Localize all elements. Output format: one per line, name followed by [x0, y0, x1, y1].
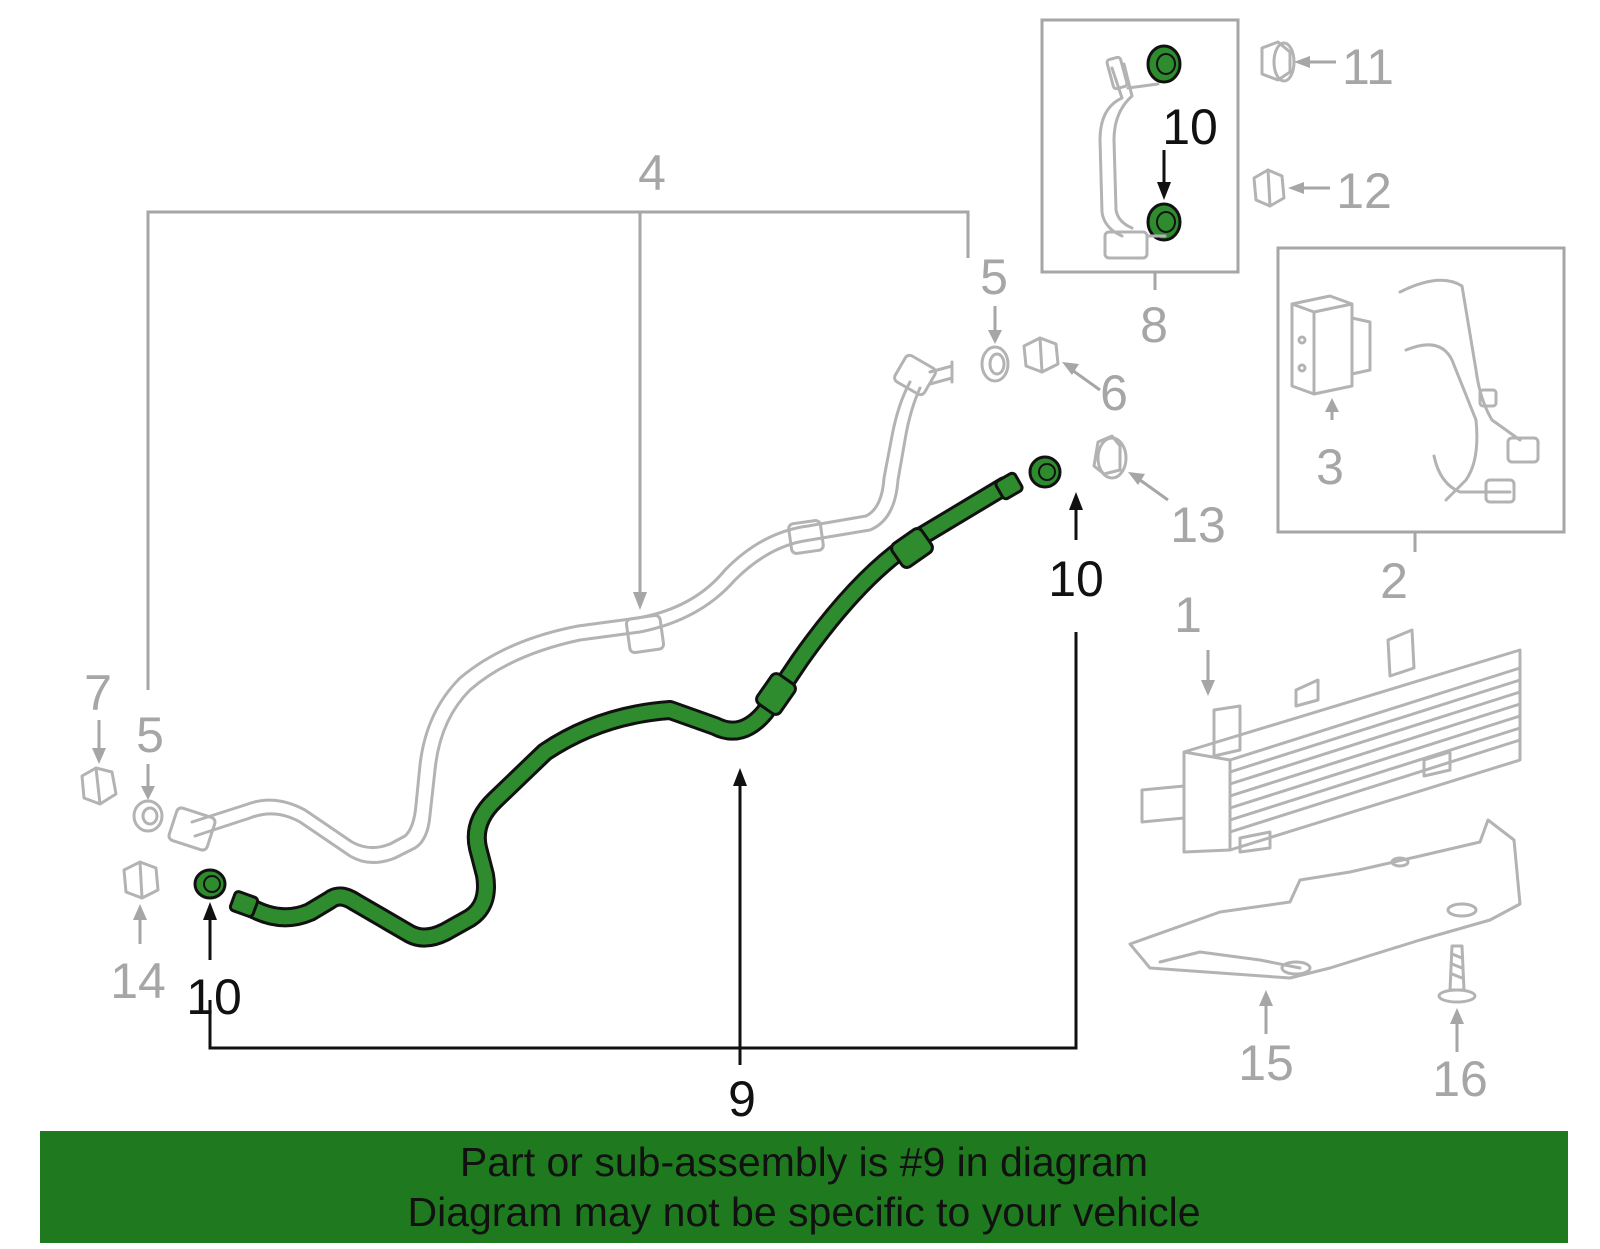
- part-4-sleeve-left: [624, 613, 666, 655]
- part-9-sleeve-middle: [755, 672, 797, 716]
- callout-2: 2: [1380, 553, 1408, 609]
- callout-7: 7: [84, 665, 112, 721]
- callout-10-right: 10: [1048, 551, 1104, 607]
- banner-line-2: Diagram may not be specific to your vehi…: [407, 1189, 1201, 1235]
- callout-1: 1: [1174, 587, 1202, 643]
- part-16-screw[interactable]: [1437, 944, 1477, 1004]
- part-2-box: [1276, 246, 1566, 534]
- part-4-end-fitting-right: [893, 353, 937, 397]
- callout-4: 4: [638, 145, 666, 201]
- banner-line-1: Part or sub-assembly is #9 in diagram: [459, 1139, 1149, 1185]
- callout-8: 8: [1140, 297, 1168, 353]
- part-3-block[interactable]: [1290, 294, 1372, 396]
- part-6-arrowhead: [1062, 362, 1079, 375]
- part-9-end-fitting-right: [994, 471, 1024, 501]
- part-4-end-fitting-left: [167, 806, 217, 852]
- part-6-leader: [1071, 368, 1101, 392]
- callout-16: 16: [1432, 1051, 1488, 1107]
- part-10-seal-right[interactable]: [1028, 455, 1062, 489]
- part-1-arrowhead: [1201, 680, 1215, 696]
- callout-9: 9: [728, 1071, 756, 1127]
- part-15-arrowhead: [1259, 990, 1273, 1006]
- part-12-nut[interactable]: [1252, 168, 1286, 208]
- callout-6: 6: [1100, 365, 1128, 421]
- part-9-bracket: [208, 632, 1078, 1050]
- callout-10-box: 10: [1162, 99, 1218, 155]
- part-3-arrowhead: [1325, 398, 1339, 412]
- part-7-nut[interactable]: [80, 766, 118, 806]
- part-10-seal-box-bottom[interactable]: [1146, 202, 1182, 242]
- part-5-seal-left[interactable]: [132, 799, 164, 833]
- callout-5-left: 5: [136, 707, 164, 763]
- part-5-left-arrowhead: [141, 786, 155, 800]
- callout-11: 11: [1342, 39, 1394, 95]
- part-12-arrowhead: [1288, 182, 1304, 194]
- part-11-nut[interactable]: [1260, 40, 1296, 83]
- part-4-sleeve-right: [787, 519, 825, 555]
- part-10-seal-box-top[interactable]: [1146, 44, 1182, 84]
- part-9-arrowhead: [733, 768, 747, 786]
- callout-14: 14: [110, 953, 166, 1009]
- part-13-bolt[interactable]: [1092, 434, 1128, 480]
- part-10-seal-left[interactable]: [193, 868, 227, 900]
- part-10-left-arrowhead: [203, 902, 217, 920]
- part-13-leader: [1139, 478, 1169, 502]
- callout-3: 3: [1316, 439, 1344, 495]
- part-2-pipes[interactable]: [1398, 278, 1540, 504]
- callout-5-right: 5: [980, 249, 1008, 305]
- part-5-seal-right[interactable]: [980, 345, 1010, 383]
- part-7-arrowhead: [92, 748, 106, 764]
- part-4-bracket: [146, 210, 970, 690]
- callout-13: 13: [1170, 497, 1226, 553]
- callout-15: 15: [1238, 1035, 1294, 1091]
- callout-10-left: 10: [186, 969, 242, 1025]
- part-4-arrowhead: [633, 592, 647, 610]
- part-8-pipe[interactable]: [1098, 55, 1167, 260]
- part-9-sleeve-upper: [890, 527, 934, 569]
- part-15-shield[interactable]: [1128, 818, 1522, 980]
- part-10-right-arrowhead: [1069, 492, 1083, 510]
- part-11-arrowhead: [1294, 56, 1310, 68]
- part-8-box: [1040, 18, 1240, 274]
- part-9-cooler-line[interactable]: [228, 471, 1024, 948]
- part-4-cooler-line[interactable]: [167, 353, 954, 864]
- part-16-arrowhead: [1450, 1008, 1464, 1024]
- part-1-oil-cooler[interactable]: [1140, 628, 1522, 854]
- part-9-end-fitting-left: [228, 890, 260, 918]
- part-10-box-arrowhead: [1157, 182, 1171, 200]
- part-14-nut[interactable]: [122, 860, 160, 900]
- part-14-arrowhead: [133, 904, 147, 920]
- part-5-right-arrowhead: [988, 330, 1002, 344]
- info-banner: Part or sub-assembly is #9 in diagram Di…: [40, 1131, 1568, 1243]
- callout-12: 12: [1336, 163, 1392, 219]
- part-6-nut[interactable]: [1022, 336, 1060, 374]
- part-13-arrowhead: [1128, 472, 1145, 485]
